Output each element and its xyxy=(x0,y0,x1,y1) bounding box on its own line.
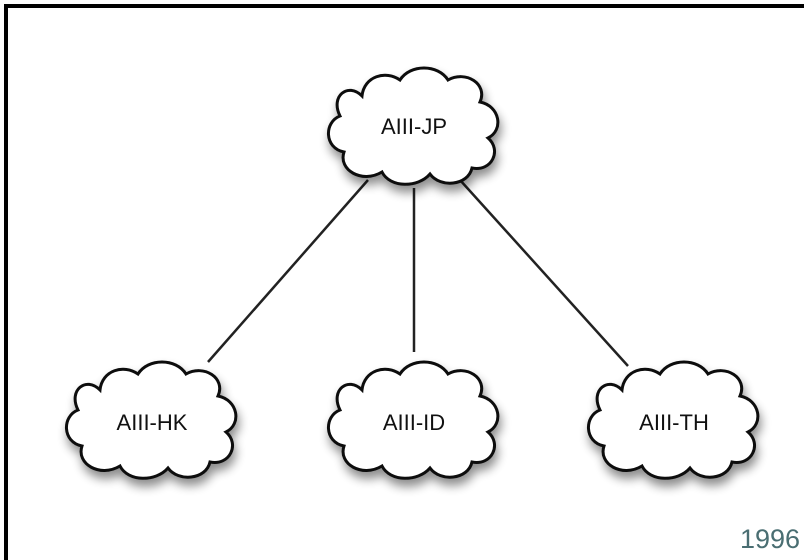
year-label: 1996 xyxy=(740,524,800,554)
node-label-id: AIII-ID xyxy=(383,410,445,435)
node-label-th: AIII-TH xyxy=(639,410,709,435)
cloud-node-th: AIII-TH xyxy=(586,360,760,480)
cloud-node-id: AIII-ID xyxy=(326,360,500,480)
node-label-jp: AIII-JP xyxy=(381,114,447,139)
cloud-node-hk: AIII-HK xyxy=(64,360,238,480)
edge-jp-hk xyxy=(207,179,369,363)
edge-jp-th xyxy=(459,179,629,367)
cloud-node-jp: AIII-JP xyxy=(326,66,500,186)
edges-group xyxy=(207,179,629,367)
figure-border xyxy=(4,4,804,560)
node-label-hk: AIII-HK xyxy=(117,410,188,435)
